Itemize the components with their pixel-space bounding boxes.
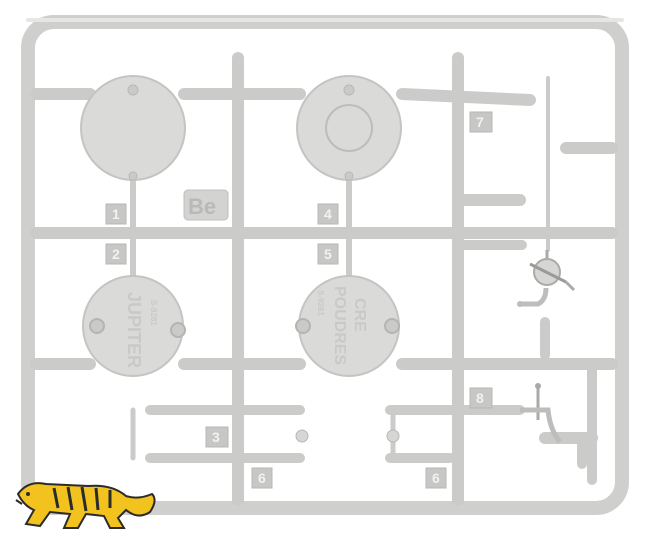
tag-6-left: 6 [251, 467, 273, 489]
jupiter-text: JUPITER [124, 292, 144, 368]
poudres-code: S-9281 [316, 290, 325, 316]
disc-part-poudres: POUDRES CRE S-9281 [295, 275, 400, 377]
number-tags: 1 2 3 4 5 6 6 7 [105, 111, 493, 489]
vertical-rods [232, 52, 597, 506]
svg-text:3: 3 [212, 429, 220, 445]
knob-part [295, 429, 400, 443]
svg-text:1: 1 [112, 206, 120, 222]
tag-3: 3 [205, 426, 229, 448]
svg-text:2: 2 [112, 246, 120, 262]
sprue-frame [21, 15, 629, 515]
valve-part-lower [520, 383, 587, 469]
tag-1: 1 [105, 203, 127, 225]
svg-text:6: 6 [258, 470, 266, 486]
tiger-logo-icon [15, 482, 156, 529]
jupiter-code: S-9281 [149, 300, 158, 326]
tag-7: 7 [469, 111, 493, 133]
poudres-text-2: CRE [351, 298, 368, 332]
tag-4: 4 [317, 203, 339, 225]
svg-text:8: 8 [476, 390, 484, 406]
svg-text:7: 7 [476, 114, 484, 130]
disc-part-jupiter: JUPITER S-9281 [82, 275, 186, 377]
svg-text:5: 5 [324, 246, 332, 262]
sprue-letter: Be [188, 194, 216, 219]
valve-part [517, 250, 576, 307]
svg-text:4: 4 [324, 206, 332, 222]
tag-5: 5 [317, 243, 339, 265]
disc-part-4 [296, 75, 402, 181]
tag-2: 2 [105, 243, 127, 265]
poudres-text: POUDRES [331, 286, 348, 365]
tag-6-right: 6 [425, 467, 447, 489]
svg-text:6: 6 [432, 470, 440, 486]
sprue-letter-tag: Be [183, 189, 229, 221]
disc-part-1 [80, 75, 186, 181]
tag-8: 8 [469, 387, 493, 409]
